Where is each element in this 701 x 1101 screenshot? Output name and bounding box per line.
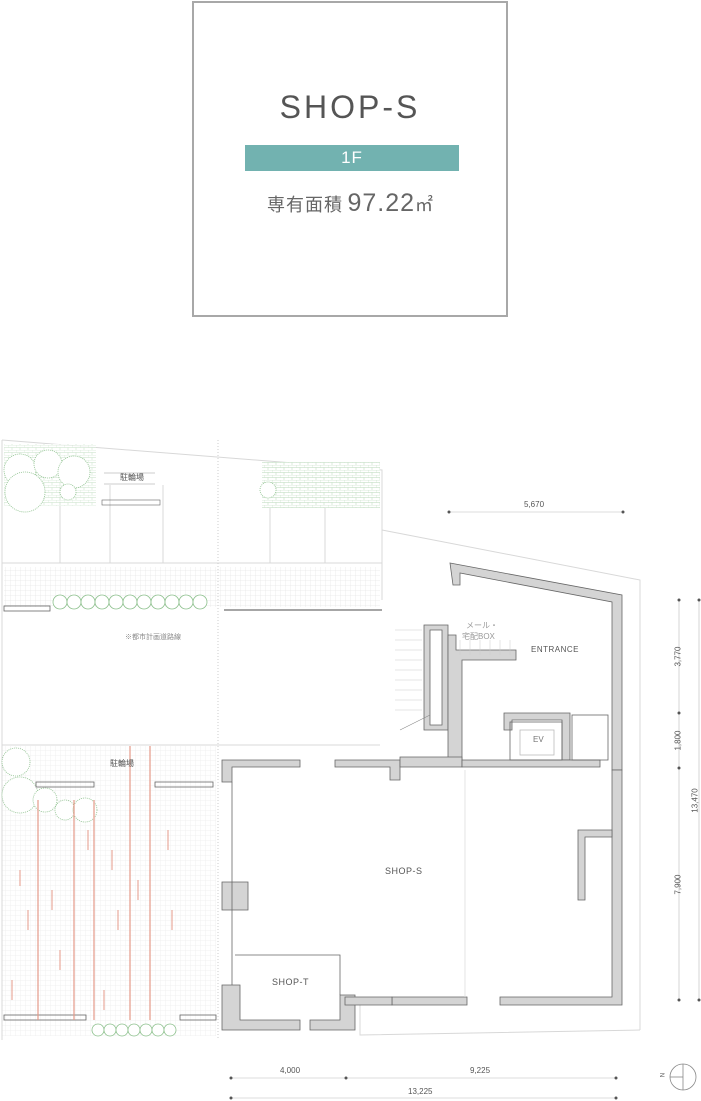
dim-bottom-1: 4,000 — [280, 1066, 301, 1075]
mailbox-label-line1: メール・ — [466, 621, 498, 630]
floor-plan-drawing — [1, 439, 701, 1100]
bicycle-parking-label-top: 駐輪場 — [120, 473, 144, 482]
shop-s-label: SHOP-S — [385, 866, 423, 876]
site-boundary — [1, 439, 641, 1040]
ev-label: EV — [533, 735, 544, 744]
bicycle-parking-label-bottom: 駐輪場 — [110, 759, 134, 768]
building-walls — [221, 562, 623, 1031]
dim-right-2: 1,800 — [673, 730, 683, 751]
dim-top-width: 5,670 — [524, 500, 545, 509]
unit-info-card: SHOP-S 1F 専有面積 97.22㎡ — [192, 1, 508, 317]
dim-bottom-total: 13,225 — [408, 1087, 433, 1096]
area-info: 専有面積 97.22㎡ — [194, 189, 506, 218]
entrance-label: ENTRANCE — [531, 645, 580, 654]
unit-name: SHOP-S — [279, 89, 421, 125]
area-value: 97.22 — [347, 189, 415, 217]
dim-right-3: 7,900 — [673, 874, 683, 895]
urban-planning-road-label: ※都市計画道路線 — [125, 634, 181, 641]
dim-right-total: 13,470 — [690, 788, 700, 813]
floor-plan: 駐輪場 ※都市計画道路線 駐輪場 メール・ 宅配BOX ENTRANCE EV … — [0, 430, 701, 1101]
mailbox-label-line2: 宅配BOX — [462, 632, 495, 641]
floor-badge: 1F — [245, 145, 459, 171]
shop-t-label: SHOP-T — [272, 977, 310, 987]
dim-bottom-2: 9,225 — [470, 1066, 491, 1075]
area-unit: ㎡ — [415, 195, 433, 215]
compass-north-label: N — [658, 1072, 665, 1078]
north-compass-icon — [669, 1063, 697, 1091]
area-label: 専有面積 — [266, 195, 343, 215]
dim-right-1: 3,770 — [673, 646, 683, 667]
